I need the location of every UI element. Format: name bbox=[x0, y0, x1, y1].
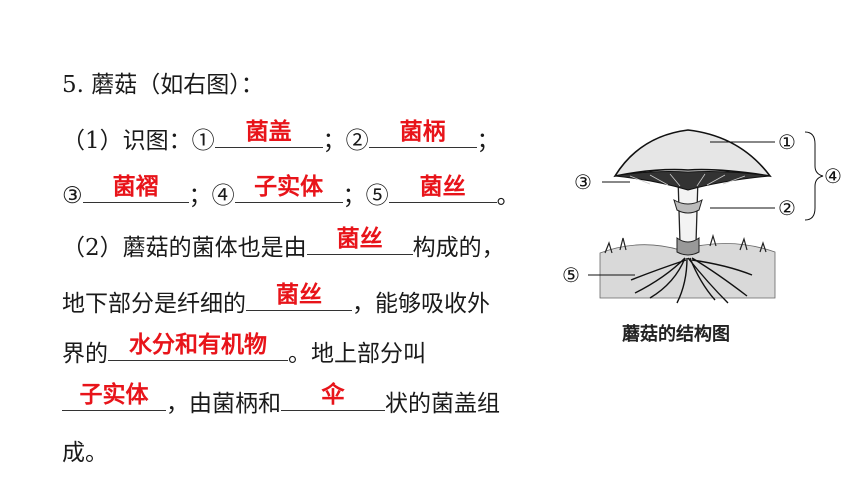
separator: ； bbox=[476, 128, 500, 154]
answer-9: 子实体 bbox=[79, 382, 149, 408]
part1-label: （1）识图： bbox=[62, 128, 192, 154]
answer-blank-5[interactable]: 菌丝 bbox=[388, 174, 497, 203]
part2-text: ，能够吸收外 bbox=[352, 291, 490, 317]
stalk-icon bbox=[673, 177, 703, 256]
part2-text: 成。 bbox=[62, 440, 108, 466]
part2-line-5: 成。 bbox=[62, 438, 108, 468]
answer-1: 菌盖 bbox=[245, 119, 292, 145]
answer-blank-4[interactable]: 子实体 bbox=[234, 174, 343, 203]
figure-caption: 蘑菇的结构图 bbox=[622, 324, 730, 345]
figure-label-2: ② bbox=[778, 196, 796, 220]
part2-line-1: （2）蘑菇的菌体也是由 菌丝 构成的， bbox=[62, 226, 505, 263]
separator: ； bbox=[188, 183, 212, 209]
separator: ； bbox=[342, 183, 366, 209]
marker-1: ① bbox=[191, 128, 215, 154]
marker-2: ② bbox=[345, 128, 369, 154]
answer-3: 菌褶 bbox=[112, 174, 159, 200]
figure-label-3: ③ bbox=[574, 170, 592, 194]
mushroom-structure-figure: ① ② ③ ④ ⑤ bbox=[562, 129, 842, 304]
period: 。 bbox=[496, 183, 520, 209]
part2-text: 地下部分是纤细的 bbox=[62, 291, 246, 317]
answer-blank-9[interactable]: 子实体 bbox=[62, 382, 166, 411]
part2-text: 状的菌盖组 bbox=[385, 391, 500, 417]
figure-label-1: ① bbox=[778, 130, 796, 154]
leader-lines bbox=[588, 131, 824, 276]
part2-text: 。地上部分叫 bbox=[288, 341, 426, 367]
part2-line-4: 子实体 ，由菌柄和 伞 状的菌盖组 bbox=[62, 382, 500, 419]
question-title: 蘑菇（如右图）： bbox=[91, 72, 264, 98]
question-number: 5. bbox=[62, 72, 84, 98]
part2-text: （2）蘑菇的菌体也是由 bbox=[62, 235, 307, 261]
marker-3: ③ bbox=[62, 183, 83, 209]
answer-blank-10[interactable]: 伞 bbox=[281, 382, 385, 411]
answer-4: 子实体 bbox=[254, 174, 324, 200]
part2-line-2: 地下部分是纤细的 菌丝 ，能够吸收外 bbox=[62, 282, 490, 319]
mycelium-icon bbox=[630, 257, 753, 304]
answer-2: 菌柄 bbox=[399, 119, 446, 145]
part2-text: 界的 bbox=[62, 341, 108, 367]
answer-7: 菌丝 bbox=[276, 282, 322, 308]
answer-blank-7[interactable]: 菌丝 bbox=[246, 282, 352, 311]
answer-blank-8[interactable]: 水分和有机物 bbox=[108, 332, 288, 361]
cap-icon bbox=[613, 129, 772, 191]
answer-blank-1[interactable]: 菌盖 bbox=[214, 119, 323, 148]
part2-text: ，由菌柄和 bbox=[166, 391, 281, 417]
answer-blank-6[interactable]: 菌丝 bbox=[306, 226, 413, 255]
marker-4: ④ bbox=[211, 183, 235, 209]
answer-10: 伞 bbox=[321, 382, 345, 408]
answer-5: 菌丝 bbox=[419, 174, 466, 200]
part2-line-3: 界的水分和有机物。地上部分叫 bbox=[62, 332, 426, 369]
marker-5: ⑤ bbox=[365, 183, 389, 209]
answer-blank-3[interactable]: 菌褶 bbox=[82, 174, 189, 203]
answer-blank-2[interactable]: 菌柄 bbox=[368, 119, 477, 148]
part2-text: 构成的， bbox=[412, 235, 505, 261]
figure-label-5: ⑤ bbox=[562, 263, 580, 287]
figure-label-4: ④ bbox=[824, 164, 842, 188]
answer-8: 水分和有机物 bbox=[129, 332, 267, 358]
answer-6: 菌丝 bbox=[336, 226, 383, 252]
separator: ； bbox=[322, 128, 346, 154]
question-title-line: 5. 蘑菇（如右图）： bbox=[62, 70, 264, 100]
